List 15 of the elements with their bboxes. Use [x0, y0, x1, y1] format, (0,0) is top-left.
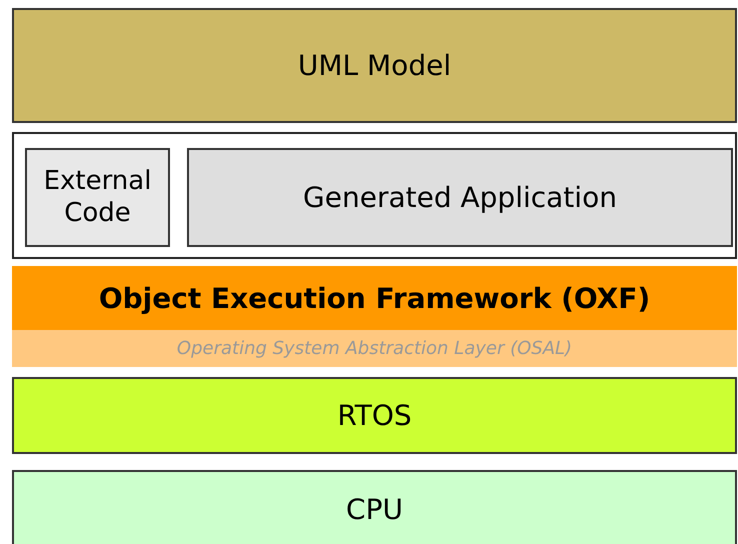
layer-label: CPU [345, 493, 404, 527]
layer-box [12, 377, 737, 454]
layer-label: Operating System Abstraction Layer (OSAL) [176, 338, 574, 360]
layer-label: External Code [42, 166, 152, 229]
layer-label: Object Execution Framework (OXF) [98, 281, 652, 317]
container-box [12, 132, 737, 259]
layer-box [12, 266, 737, 367]
component-box [187, 148, 733, 247]
component-box [25, 148, 170, 247]
abstraction-layer-band [12, 330, 737, 367]
layer-box [12, 470, 737, 544]
layer-box [12, 8, 737, 123]
layer-label: UML Model [296, 48, 452, 82]
layer-label: Generated Application [302, 180, 618, 214]
layer-label: RTOS [336, 398, 413, 432]
